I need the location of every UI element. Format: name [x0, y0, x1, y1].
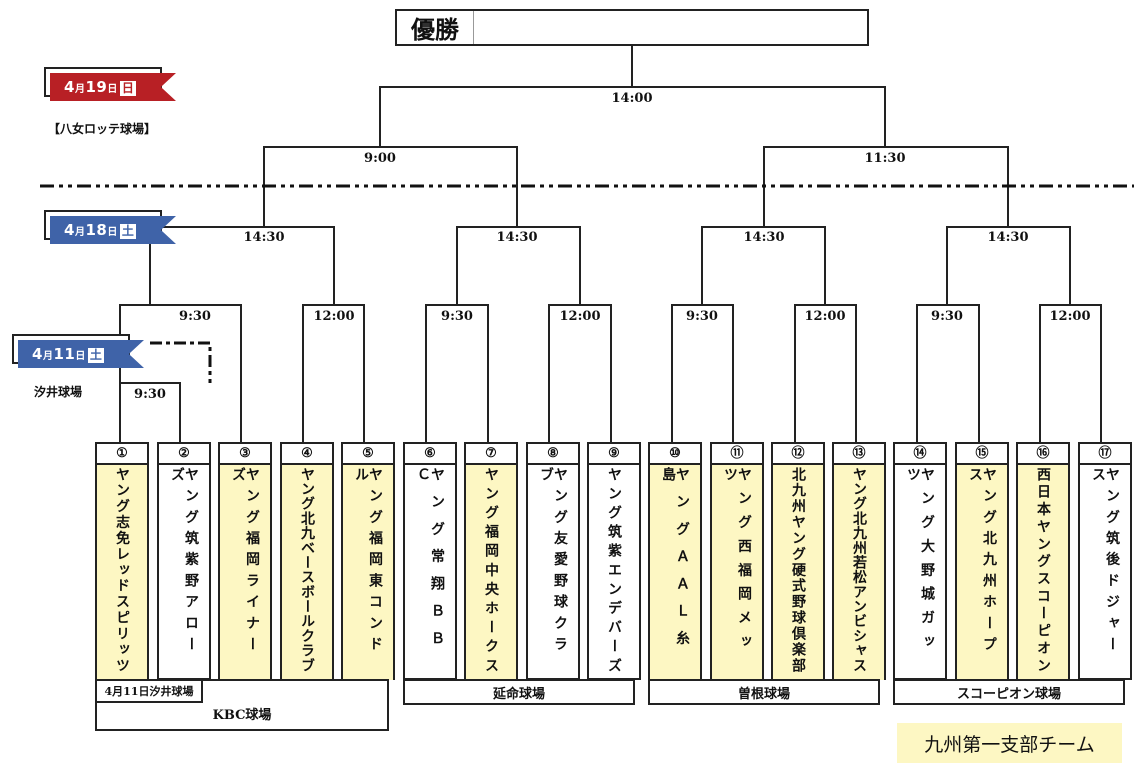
- time-r1-2: 12:00: [313, 309, 355, 324]
- time-final: 14:00: [611, 91, 653, 106]
- champion-winner: [474, 11, 867, 44]
- team-name: ヤング友愛野球クラブ: [538, 467, 568, 658]
- r1-line-5: [671, 304, 734, 442]
- time-qf-4: 14:30: [987, 230, 1029, 245]
- venue-sone: 曽根球場: [648, 679, 880, 705]
- r1-line-2: [302, 304, 365, 442]
- champion-box: 優勝: [395, 9, 869, 46]
- team-name: 西日本ヤングスコーピオン: [1035, 467, 1051, 676]
- team-card: ⑨ ヤング筑紫エンデバーズ: [587, 442, 641, 680]
- team-number: ⑫: [773, 444, 823, 465]
- time-qf-1: 14:30: [243, 230, 285, 245]
- team-card: ⑦ ヤング福岡中央ホークス: [464, 442, 518, 680]
- team-number: ①: [97, 444, 147, 465]
- team-number: ⑰: [1080, 444, 1130, 465]
- team-number: ⑧: [528, 444, 578, 465]
- champion-label: 優勝: [397, 11, 474, 44]
- r1-line-7: [916, 304, 980, 442]
- team-name: ヤング西福岡メッツ: [722, 467, 752, 658]
- prelim-line: [119, 382, 181, 442]
- time-r1-5: 9:30: [686, 309, 718, 324]
- r1-line-3: [425, 304, 489, 442]
- time-r1-6: 12:00: [804, 309, 846, 324]
- team-name: ヤング北九州ホープス: [967, 467, 997, 658]
- team-name: ヤング筑後ドジャース: [1090, 467, 1120, 658]
- time-semi-right: 11:30: [864, 151, 906, 166]
- team-number: ⑬: [834, 444, 884, 465]
- team-name: ヤング福岡中央ホークス: [483, 467, 499, 678]
- team-number: ⑮: [957, 444, 1007, 465]
- team-name: ヤング福岡ライナーズ: [230, 467, 260, 658]
- team-number: ④: [282, 444, 332, 465]
- team-name: ヤング筑紫野アローズ: [169, 467, 199, 658]
- time-r1-7: 9:30: [931, 309, 963, 324]
- venue-shioi-sub: 4月11日汐井球場: [95, 679, 203, 703]
- team-card: ⑫ 北九州ヤング硬式野球倶楽部: [771, 442, 825, 680]
- team-name: ヤング筑紫エンデバーズ: [606, 467, 622, 678]
- qf-line-4: [946, 226, 1071, 305]
- team-card: ④ ヤング北九ベースボールクラブ: [280, 442, 334, 680]
- prelim-dashed-link: [150, 341, 212, 383]
- team-name: ヤング大野城ガッツ: [905, 467, 935, 658]
- team-number: ⑤: [343, 444, 393, 465]
- legend-kyushu-first-branch: 九州第一支部チーム: [897, 723, 1122, 763]
- time-r1-4: 12:00: [559, 309, 601, 324]
- qf-line-3: [701, 226, 826, 305]
- time-r1-1: 9:30: [179, 309, 211, 324]
- time-r1-3: 9:30: [441, 309, 473, 324]
- venue-shioi: 汐井球場: [34, 385, 83, 399]
- weekday-badge: 日: [119, 81, 137, 96]
- team-name: ヤングＡＡＬ糸島: [660, 467, 690, 658]
- venue-yame-lotte: 【八女ロッテ球場】: [48, 122, 157, 136]
- weekday-badge: 土: [87, 348, 105, 363]
- team-number: ⑨: [589, 444, 639, 465]
- team-card: ① ヤング志免レッドスピリッツ: [95, 442, 149, 680]
- team-number: ⑪: [712, 444, 762, 465]
- venue-enmei: 延命球場: [403, 679, 635, 705]
- r1-line-4: [548, 304, 612, 442]
- team-name: ヤング北九ベースボールクラブ: [299, 467, 315, 673]
- team-card: ⑯ 西日本ヤングスコーピオン: [1016, 442, 1070, 680]
- team-name: ヤング北九州若松アンビシャス: [851, 467, 867, 673]
- team-number: ③: [220, 444, 270, 465]
- venue-kbc-label: KBC球場: [212, 708, 272, 723]
- r1-line-8: [1039, 304, 1102, 442]
- weekday-badge: 土: [119, 224, 137, 239]
- team-number: ⑦: [466, 444, 516, 465]
- team-number: ⑥: [405, 444, 455, 465]
- time-r1-8: 12:00: [1049, 309, 1091, 324]
- r1-line-6: [794, 304, 857, 442]
- time-qf-3: 14:30: [743, 230, 785, 245]
- team-number: ⑯: [1018, 444, 1068, 465]
- qf-line-1: [149, 226, 335, 305]
- team-card: ⑬ ヤング北九州若松アンビシャス: [832, 442, 886, 680]
- final-line: [379, 46, 886, 147]
- time-qf-2: 14:30: [496, 230, 538, 245]
- time-prelim: 9:30: [134, 387, 166, 402]
- team-name: 北九州ヤング硬式野球倶楽部: [790, 467, 806, 674]
- team-name: ヤング常翔ＢＢＣ: [415, 467, 445, 658]
- team-number: ⑩: [650, 444, 700, 465]
- venue-scorpion: スコーピオン球場: [893, 679, 1125, 705]
- qf-line-2: [456, 226, 581, 305]
- team-name: ヤング志免レッドスピリッツ: [114, 467, 130, 674]
- team-number: ⑭: [895, 444, 945, 465]
- team-name: ヤング福岡東コンドル: [353, 467, 383, 658]
- time-semi-left: 9:00: [364, 151, 396, 166]
- team-number: ②: [159, 444, 209, 465]
